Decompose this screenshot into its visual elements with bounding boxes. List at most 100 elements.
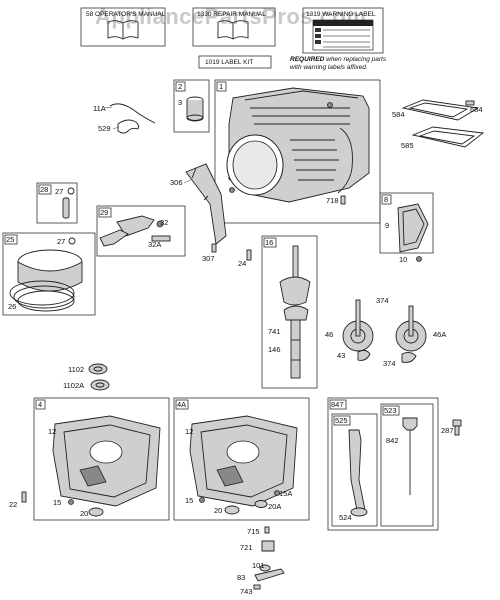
label-11a: 11A [93,104,106,113]
box-4-engine-sump[interactable]: 4 12 15 20 [33,397,170,521]
warning-sticker-icon [312,19,374,51]
part-306-air-baffle[interactable]: 306 [170,163,227,245]
box-847-tag: 847 [331,400,344,409]
label-584: 584 [392,110,405,119]
repair-manual-item[interactable]: 1330 REPAIR MANUAL [192,7,276,47]
box-25-tag: 25 [6,235,14,244]
part-307-screw[interactable]: 307 [202,243,217,263]
box-523-dipstick[interactable]: 523 842 [380,403,434,527]
label-715: 715 [247,527,260,536]
required-note: REQUIRED when replacing parts with warni… [290,56,387,71]
required-line-1: when replacing parts [324,56,387,63]
part-374-b-washer[interactable]: 374 [383,351,417,368]
label-146: 146 [268,345,281,354]
part-584-gasket[interactable]: 584 [392,99,480,121]
label-741: 741 [268,327,281,336]
sump-drawing [189,415,298,507]
label-10: 10 [399,255,407,264]
label-43: 43 [337,351,345,360]
crankshaft-drawing [279,245,311,379]
label-32: 32 [160,218,168,227]
label-20-b: 20 [214,506,222,515]
part-585-gasket[interactable]: 585 [401,126,485,150]
label-24: 24 [238,259,246,268]
label-46a: 46A [433,330,446,339]
required-bold: REQUIRED [290,56,325,63]
label-27-a: 27 [55,187,63,196]
box-4a-tag: 4A [177,400,186,409]
box-1-cylinder-block[interactable]: 1 718 [214,79,381,224]
repair-manual-label: 1330 REPAIR MANUAL [197,11,266,18]
part-22-bolt[interactable]: 22 [9,491,27,509]
box-1-tag: 1 [219,82,223,91]
label-9: 9 [385,221,389,230]
operators-manual-item[interactable]: 58 OPERATOR'S MANUAL [80,7,166,47]
box-29-tag: 29 [100,208,108,217]
svg-text:REQUIRED when replacing parts: REQUIRED when replacing parts [290,56,387,63]
warning-label-item[interactable]: 1319 WARNING LABEL [302,7,384,54]
label-27-b: 27 [57,237,65,246]
box-525-dipstick-tube[interactable]: 525 524 [331,413,378,527]
label-529: 529 [98,124,111,133]
label-15-b: 15 [185,496,193,505]
box-525-tag: 525 [335,416,348,425]
box-8-tag: 8 [384,195,388,204]
required-line-2: with warning labels affixed. [290,64,368,71]
part-11a-breather-tube[interactable]: 11A 529 [93,103,156,134]
label-83: 83 [237,573,245,582]
part-43-tappet[interactable]: 43 [337,349,371,361]
part-46a-cam-gear[interactable]: 46A [395,305,446,352]
box-29-rocker-arm[interactable]: 29 32 32A [96,205,186,257]
box-4-tag: 4 [38,400,42,409]
label-743: 743 [240,587,253,596]
part-1102-seal[interactable]: 1102 [68,363,108,375]
box-847-dipstick-assembly[interactable]: 847 525 524 523 842 [327,397,439,531]
label-306: 306 [170,178,183,187]
box-2-seal[interactable]: 2 3 [173,79,210,133]
label-684: 684 [470,105,483,114]
label-101: 101 [252,561,265,570]
sump-drawing [52,415,161,507]
box-8-valve-cover[interactable]: 8 9 10 [379,192,434,264]
part-684-screw[interactable]: 684 [465,100,483,114]
label-kit-text: 1019 LABEL KIT [205,59,253,66]
label-721: 721 [240,543,253,552]
box-2-tag: 2 [178,82,182,91]
label-287: 287 [441,426,454,435]
label-1102: 1102 [68,365,84,374]
part-83-governor-shaft[interactable]: 83 [237,568,285,582]
part-721-governor-crank[interactable]: 721 [240,540,275,552]
label-524: 524 [339,513,352,522]
label-46: 46 [325,330,333,339]
box-523-tag: 523 [384,406,397,415]
label-kit-item[interactable]: 1019 LABEL KIT [198,55,272,69]
box-25-piston[interactable]: 25 27 26 [2,232,96,316]
part-715-screw[interactable]: 715 [247,526,270,536]
part-743-retainer[interactable]: 743 [240,584,261,596]
book-icon [217,20,249,40]
label-26: 26 [8,302,16,311]
label-718: 718 [326,196,339,205]
box-4a-engine-sump[interactable]: 4A 12 15 20 15A 20A [173,397,310,521]
label-15-a: 15 [53,498,61,507]
box-28-push-rod[interactable]: 28 27 [36,182,78,224]
label-374-b: 374 [383,359,396,368]
warning-label-text: 1319 WARNING LABEL [306,11,376,18]
label-3: 3 [178,98,182,107]
label-374-a: 374 [376,296,389,305]
label-12-b: 12 [185,427,193,436]
label-1102a: 1102A [63,381,84,390]
label-20-a: 20 [80,509,88,518]
part-24-stud[interactable]: 24 [238,249,252,268]
part-287-plug[interactable]: 287 [441,419,462,436]
label-32a: 32A [148,240,161,249]
part-101-washer[interactable]: 101 [252,561,271,572]
box-28-tag: 28 [40,185,48,194]
label-307: 307 [202,254,215,263]
operators-manual-label: 58 OPERATOR'S MANUAL [86,11,166,18]
box-16-crankshaft[interactable]: 16 741 146 [261,235,318,389]
part-1102a-seal[interactable]: 1102A [63,379,110,391]
box-16-tag: 16 [265,238,273,247]
part-46-cam-gear[interactable]: 46 374 [325,296,389,352]
